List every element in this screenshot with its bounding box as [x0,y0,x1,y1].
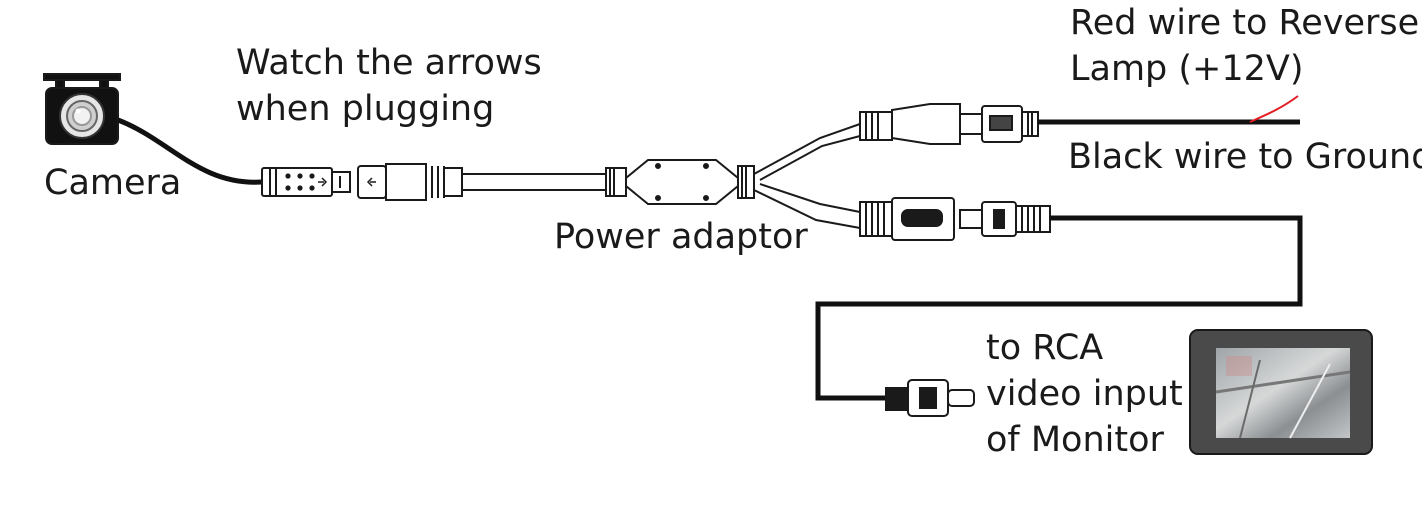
black-wire-label: Black wire to Ground [1068,137,1422,177]
camera-plug [261,167,351,197]
rca-plug [959,201,1051,237]
power-adaptor-label: Power adaptor [554,217,808,257]
rca-label-line1: to RCA [986,328,1104,368]
camera-cable [117,117,263,185]
power-adaptor-icon [605,159,755,205]
red-wire-label-line2: Lamp (+12V) [1070,49,1304,89]
rca-label-line3: of Monitor [986,420,1164,460]
video-cable [815,215,1303,401]
red-wire-label-line1: Red wire to Reverse [1070,3,1420,43]
rca-label-line2: video input [986,374,1183,414]
red-wire [1249,95,1299,123]
dc-plug [981,105,1039,143]
power-branch [753,123,861,175]
dc-socket [859,103,983,145]
arrows-label-line2: when plugging [236,89,495,129]
camera-icon [43,73,121,145]
extension-socket [357,163,463,201]
arrows-label-line1: Watch the arrows [236,43,542,83]
rca-socket [859,197,955,241]
monitor-icon [1189,329,1373,455]
monitor-rca-plug [885,379,975,417]
video-branch [759,183,861,213]
camera-label: Camera [44,163,182,203]
